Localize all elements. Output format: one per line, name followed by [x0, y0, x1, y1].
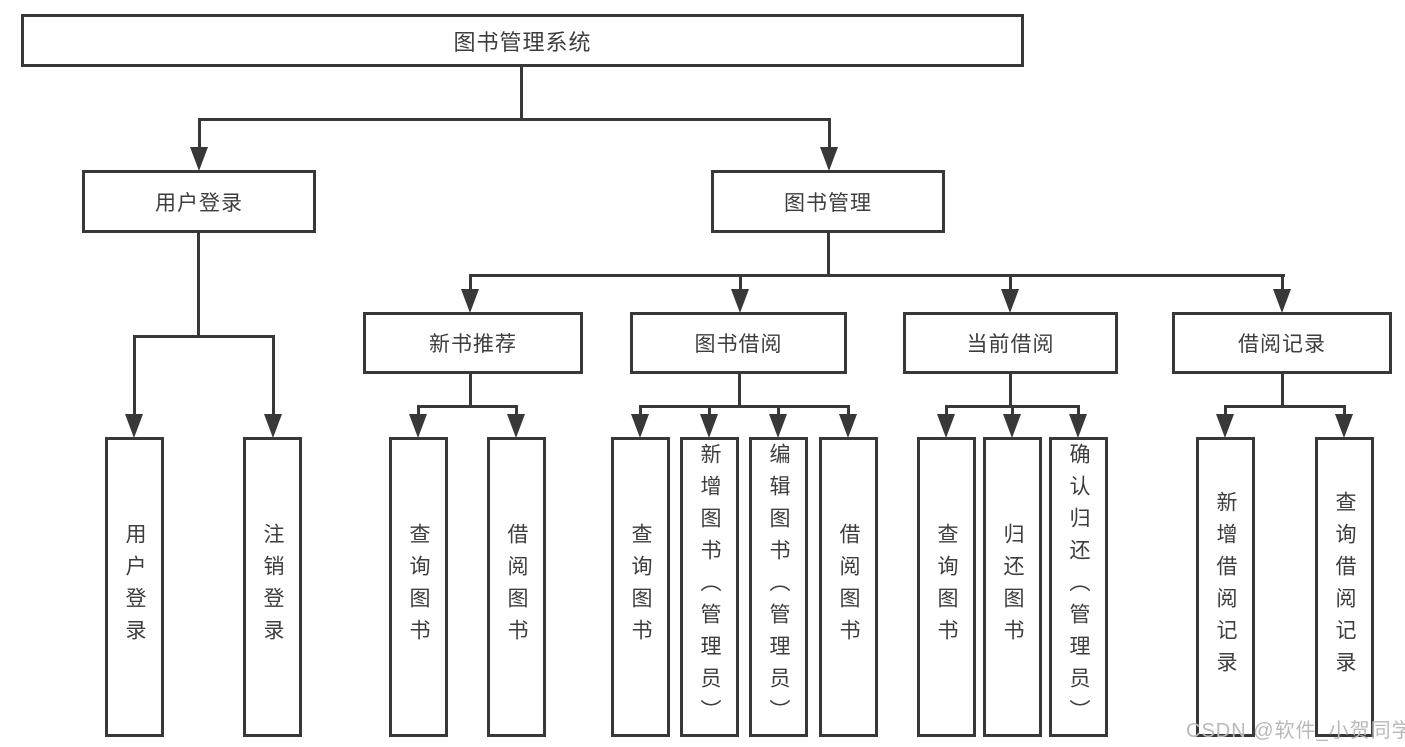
connector-line: [198, 118, 201, 150]
connector-line: [469, 274, 472, 291]
arrowhead-down-icon: [937, 414, 955, 438]
connector-line: [828, 118, 831, 150]
node-label: 借阅图书: [837, 523, 861, 651]
connector-line: [945, 405, 948, 416]
leaf-newbook-borrow-books: 借阅图书: [487, 437, 546, 737]
arrowhead-down-icon: [1069, 414, 1087, 438]
connector-line: [738, 374, 741, 408]
node-label: 新书推荐: [429, 333, 517, 356]
node-label: 用户登录: [155, 191, 243, 215]
leaf-newbook-query-books: 查询图书: [389, 437, 448, 737]
arrowhead-down-icon: [1001, 289, 1019, 313]
connector-line: [1011, 405, 1014, 416]
leaf-records-add-record: 新增借阅记录: [1196, 437, 1255, 737]
arrowhead-down-icon: [820, 147, 838, 171]
arrowhead-down-icon: [125, 414, 143, 438]
connector-line: [827, 233, 830, 277]
node-book-borrowing: 图书借阅: [630, 312, 847, 374]
node-label: 图书借阅: [694, 333, 783, 356]
arrowhead-down-icon: [461, 289, 479, 313]
connector-line: [739, 274, 742, 291]
arrowhead-down-icon: [264, 414, 282, 438]
arrowhead-down-icon: [409, 414, 427, 438]
leaf-borrow-query-books: 查询图书: [611, 437, 670, 737]
arrowhead-down-icon: [631, 414, 649, 438]
node-label: 查询图书: [407, 523, 431, 651]
connector-line: [469, 374, 472, 408]
connector-line: [198, 118, 831, 121]
node-user-login: 用户登录: [82, 170, 316, 233]
leaf-current-confirm-return-admin: 确认归还（管理员）: [1049, 437, 1108, 737]
leaf-borrow-borrow-books: 借阅图书: [819, 437, 878, 737]
connector-line: [197, 233, 200, 338]
arrowhead-down-icon: [1216, 414, 1234, 438]
node-label: 用户登录: [123, 523, 147, 651]
connector-line: [708, 405, 711, 416]
arrowhead-down-icon: [769, 414, 787, 438]
leaf-records-query-record: 查询借阅记录: [1315, 437, 1374, 737]
arrowhead-down-icon: [1273, 289, 1291, 313]
node-label: 查询借阅记录: [1333, 491, 1357, 683]
arrowhead-down-icon: [1003, 414, 1021, 438]
node-label: 借阅记录: [1238, 333, 1326, 356]
node-label: 注销登录: [261, 523, 285, 651]
connector-line: [515, 405, 518, 416]
node-label: 查询图书: [935, 523, 959, 651]
arrowhead-down-icon: [731, 289, 749, 313]
connector-line: [417, 405, 420, 416]
connector-line: [639, 405, 642, 416]
node-root-system: 图书管理系统: [21, 14, 1024, 67]
node-label: 图书管理: [784, 191, 872, 215]
connector-line: [418, 405, 518, 408]
node-label: 编辑图书（管理员）: [767, 443, 791, 731]
arrowhead-down-icon: [507, 414, 525, 438]
node-label: 新增借阅记录: [1214, 491, 1238, 683]
connector-line: [1009, 374, 1012, 408]
node-label: 新增图书（管理员）: [698, 443, 722, 731]
leaf-current-query-books: 查询图书: [917, 437, 976, 737]
connector-line: [469, 274, 1285, 277]
leaf-borrow-add-books-admin: 新增图书（管理员）: [680, 437, 739, 737]
leaf-current-return-books: 归还图书: [983, 437, 1042, 737]
arrowhead-down-icon: [839, 414, 857, 438]
leaf-borrow-edit-books-admin: 编辑图书（管理员）: [749, 437, 808, 737]
csdn-watermark: CSDN @软件_小贺同学: [1186, 720, 1405, 742]
node-book-management: 图书管理: [711, 170, 945, 233]
arrowhead-down-icon: [700, 414, 718, 438]
arrowhead-down-icon: [1335, 414, 1353, 438]
connector-line: [1009, 274, 1012, 291]
connector-line: [639, 405, 850, 408]
connector-line: [847, 405, 850, 416]
node-label: 确认归还（管理员）: [1067, 443, 1091, 731]
node-label: 查询图书: [629, 523, 653, 651]
connector-line: [133, 335, 136, 416]
connector-line: [520, 66, 523, 120]
connector-line: [133, 335, 275, 338]
node-label: 图书管理系统: [453, 29, 592, 55]
arrowhead-down-icon: [190, 147, 208, 171]
leaf-user-login: 用户登录: [105, 437, 164, 737]
connector-line: [1077, 405, 1080, 416]
connector-line: [1281, 374, 1284, 408]
node-current-borrowing: 当前借阅: [903, 312, 1118, 374]
connector-line: [777, 405, 780, 416]
connector-line: [272, 335, 275, 416]
node-borrowing-records: 借阅记录: [1172, 312, 1392, 374]
connector-line: [1281, 274, 1284, 291]
node-new-book-recommend: 新书推荐: [363, 312, 583, 374]
connector-line: [1224, 405, 1227, 416]
leaf-logout: 注销登录: [243, 437, 302, 737]
connector-line: [1343, 405, 1346, 416]
node-label: 归还图书: [1001, 523, 1025, 651]
node-label: 当前借阅: [966, 333, 1055, 356]
node-label: 借阅图书: [505, 523, 529, 651]
connector-line: [1225, 405, 1346, 408]
